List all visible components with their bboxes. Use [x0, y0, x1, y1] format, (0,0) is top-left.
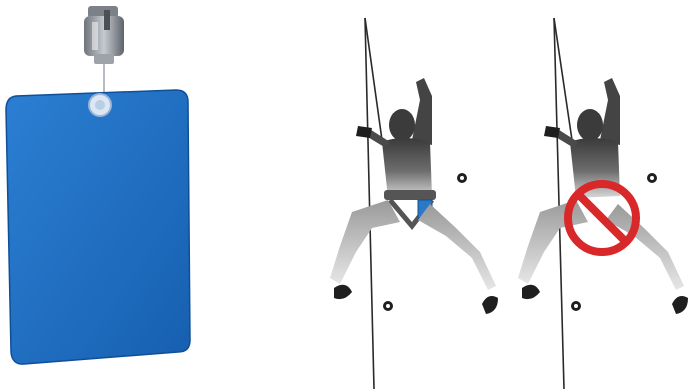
- clip-card-figure: [6, 6, 190, 364]
- climber-head-icon: [389, 109, 415, 141]
- climber-head-icon: [577, 109, 603, 141]
- climber-prohibited-figure: [518, 18, 688, 389]
- metal-clip-icon: [84, 6, 124, 92]
- climber-with-card-figure: [330, 18, 498, 389]
- blue-card-icon: [6, 90, 190, 364]
